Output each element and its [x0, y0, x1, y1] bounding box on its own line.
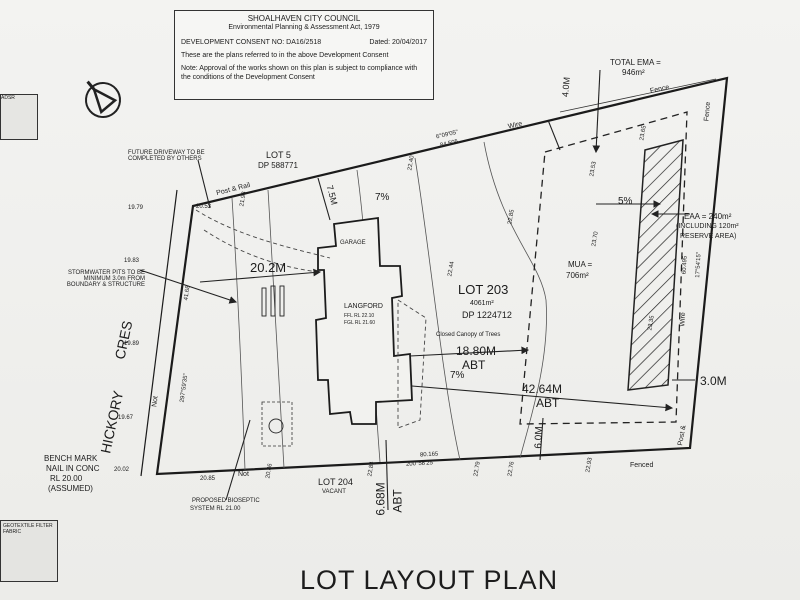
stormwater-note: STORMWATER PITS TO BE MINIMUM 3.0m FROM … — [66, 270, 145, 288]
level-1: 19.79 — [128, 205, 144, 211]
level-3: 19.89 — [124, 341, 140, 347]
stamp-act: Environmental Planning & Assessment Act,… — [228, 24, 380, 31]
house-garage: GARAGE — [340, 240, 366, 246]
lot203-dp: DP 1224712 — [462, 310, 512, 320]
lot-boundary — [155, 76, 729, 476]
bench-mark-2: NAIL IN CONC — [46, 464, 100, 473]
wire-right-label: Wire — [679, 312, 688, 327]
house-footprint — [315, 216, 413, 425]
lot5-label: LOT 5 — [266, 150, 291, 160]
bearing-right-length: 60.495 — [681, 255, 689, 275]
stamp-note1: These are the plans referred to in the a… — [181, 52, 389, 59]
dimension-lines — [139, 69, 695, 511]
stamp-council: SHOALHAVEN CITY COUNCIL — [247, 14, 361, 23]
dim-6-0m: 6.0M — [533, 426, 546, 449]
not-label: Not — [151, 395, 160, 408]
ema-boundary — [519, 111, 688, 425]
dim-4m: 4.0M — [560, 76, 572, 98]
lot203-label: LOT 203 — [458, 282, 509, 297]
geo-label: GEOTEXTILE FILTER FABRIC — [3, 523, 53, 535]
level-2: 19.83 — [124, 258, 140, 264]
slope-7pct-top: 7% — [375, 192, 390, 203]
lot204-label: LOT 204 — [318, 477, 353, 487]
dim-18-80m: 18.80M — [456, 344, 497, 358]
plan-title: LOT LAYOUT PLAN — [300, 565, 559, 595]
dim-20-2m: 20.2M — [250, 260, 287, 275]
bench-mark-1: BENCH MARK — [44, 454, 98, 463]
contours — [231, 141, 547, 471]
dim-6-68m: 6.68M — [373, 482, 388, 516]
level-6: 20.53 — [196, 204, 212, 210]
stormwater-pits — [261, 285, 285, 317]
level-15: 20.85 — [200, 476, 216, 482]
septic-note-1: PROPOSED BIOSEPTIC — [192, 498, 260, 504]
lot5-dp: DP 588771 — [258, 161, 298, 170]
eaa-label: EAA = 240m² — [684, 212, 732, 221]
level-4: 19.67 — [118, 415, 134, 421]
dim-42-64m: 42.64M — [522, 382, 563, 396]
mua-value: 706m² — [566, 271, 589, 280]
stamp-dated: Dated: 20/04/2017 — [369, 39, 427, 46]
canopy-label: Closed Canopy of Trees — [436, 332, 501, 338]
council-stamp: SHOALHAVEN CITY COUNCIL Environmental Pl… — [174, 10, 434, 100]
house-ffl: FFL RL 22.10 — [344, 313, 375, 319]
dim-abt-1: ABT — [462, 358, 486, 372]
logo-text: ADSR — [1, 95, 15, 101]
lot204-sub: VACANT — [322, 489, 346, 495]
mua-label: MUA = — [568, 260, 593, 269]
total-ema-value: 946m² — [622, 68, 645, 77]
north-arrow-icon — [85, 80, 121, 118]
not-bottom-label: Not — [238, 471, 249, 478]
slope-7pct-bottom: 7% — [450, 370, 465, 381]
house-name: LANGFORD — [344, 303, 383, 310]
stamp-consent: DEVELOPMENT CONSENT NO: DA16/2518 — [181, 39, 322, 46]
dim-abt-3: ABT — [390, 489, 405, 513]
surveyor-logo: ADSR — [0, 94, 38, 140]
bench-mark-4: (ASSUMED) — [48, 484, 93, 493]
driveway-note: FUTURE DRIVEWAY TO BE COMPLETED BY OTHER… — [128, 150, 205, 162]
geotextile-box: GEOTEXTILE FILTER FABRIC — [0, 520, 58, 582]
house-fgl: FGL RL 21.60 — [344, 320, 376, 326]
lot203-area: 4061m² — [470, 300, 494, 307]
fenced-label: Fenced — [630, 462, 654, 469]
dim-3-0m: 3.0M — [700, 374, 727, 388]
eaa-hatched-area — [627, 139, 684, 391]
bearing-bottom-length: 80.165 — [419, 451, 439, 459]
septic-note-2: SYSTEM RL 21.00 — [190, 506, 241, 512]
eaa-note: (INCLUDING 120m² — [676, 223, 739, 230]
level-5: 20.02 — [114, 467, 130, 473]
bench-mark-3: RL 20.00 — [50, 474, 83, 483]
dim-abt-2: ABT — [536, 396, 560, 410]
eaa-note2: RESERVE AREA) — [680, 233, 737, 240]
total-ema-label: TOTAL EMA = — [610, 58, 661, 67]
stamp-note2: Note: Approval of the works shown on thi… — [181, 65, 418, 81]
slope-5pct: 5% — [618, 196, 633, 207]
